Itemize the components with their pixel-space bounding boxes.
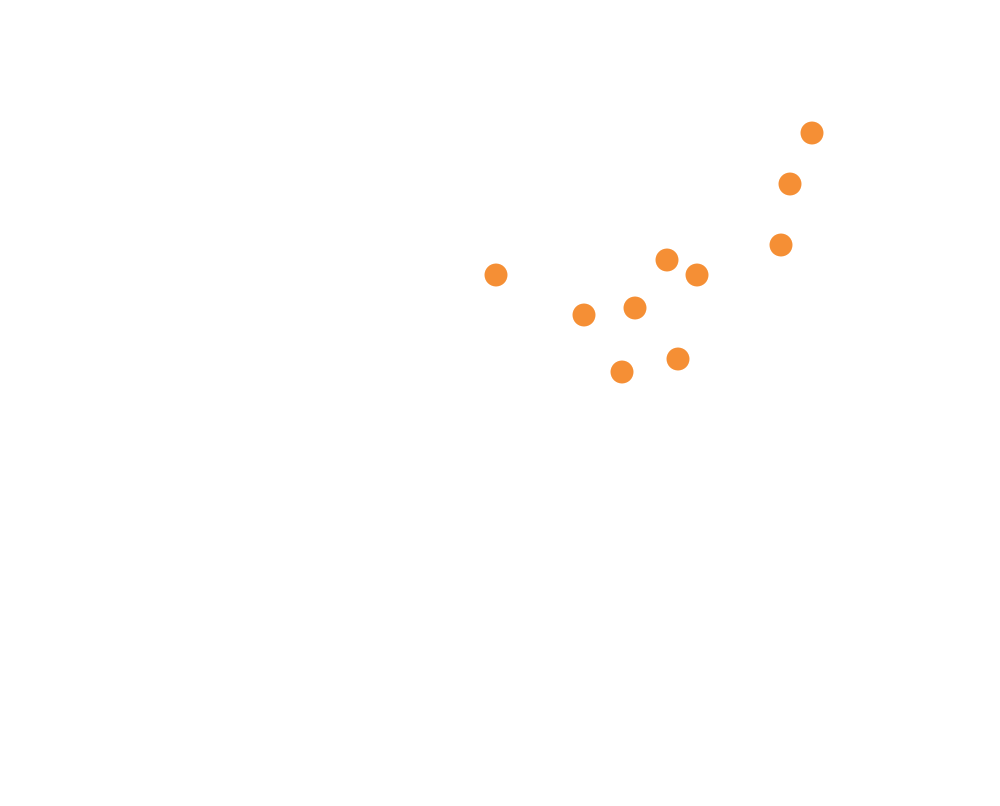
data-point xyxy=(666,347,690,371)
data-point xyxy=(685,263,709,287)
data-point xyxy=(623,296,647,320)
data-point xyxy=(778,172,802,196)
points-layer xyxy=(484,121,824,384)
data-point xyxy=(484,263,508,287)
data-point xyxy=(800,121,824,145)
data-point xyxy=(610,360,634,384)
data-point xyxy=(572,303,596,327)
data-point xyxy=(655,248,679,272)
data-point xyxy=(769,233,793,257)
